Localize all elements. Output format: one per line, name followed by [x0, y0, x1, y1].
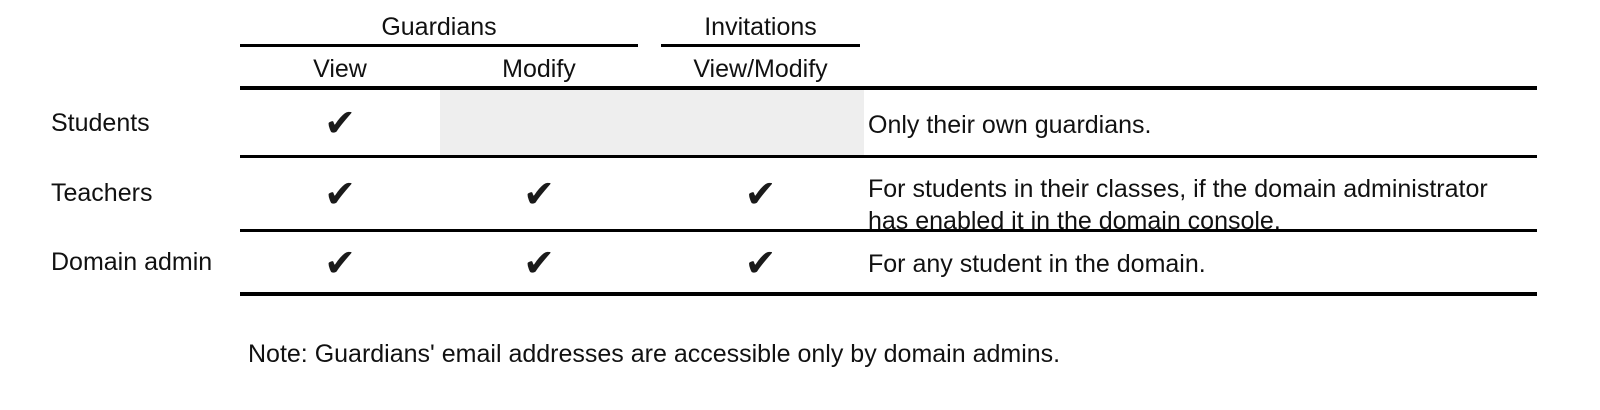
table-row: Domain admin ✔ ✔ ✔ For any student in th… — [0, 233, 1600, 292]
row-rule-2 — [240, 229, 1537, 232]
table-row: Teachers ✔ ✔ ✔ For students in their cla… — [0, 159, 1600, 235]
table-bottom-rule — [240, 292, 1537, 296]
column-header-view-modify: View/Modify — [693, 55, 828, 83]
row-rule-1 — [240, 155, 1537, 158]
shaded-cell-students-unavailable — [440, 90, 864, 155]
column-header-view: View — [313, 55, 367, 83]
column-header-modify: Modify — [502, 55, 576, 83]
footnote: Note: Guardians' email addresses are acc… — [248, 340, 1061, 368]
cell-domain-admin-invitations-view-modify: ✔ — [744, 241, 777, 285]
cell-teachers-guardians-modify: ✔ — [523, 172, 555, 216]
group-header-guardians: Guardians — [381, 13, 497, 41]
group-header-invitations: Invitations — [704, 13, 817, 41]
cell-domain-admin-guardians-view: ✔ — [324, 241, 356, 285]
row-label-teachers: Teachers — [51, 179, 153, 207]
cell-teachers-guardians-view: ✔ — [324, 172, 356, 216]
header-rule — [240, 86, 1537, 90]
row-note-domain-admin: For any student in the domain. — [868, 250, 1206, 278]
row-note-teachers: For students in their classes, if the do… — [868, 175, 1488, 235]
table-row: Students ✔ Only their own guardians. — [0, 90, 1600, 155]
group-rule-guardians — [240, 44, 638, 47]
row-label-students: Students — [51, 109, 150, 137]
cell-teachers-invitations-view-modify: ✔ — [744, 172, 777, 216]
column-header-row: View Modify View/Modify — [0, 54, 1600, 86]
row-note-students: Only their own guardians. — [868, 111, 1152, 139]
cell-domain-admin-guardians-modify: ✔ — [523, 241, 555, 285]
group-rule-invitations — [661, 44, 860, 47]
cell-students-guardians-view: ✔ — [324, 101, 356, 145]
group-header-row: Guardians Invitations — [0, 12, 1600, 46]
row-label-domain-admin: Domain admin — [51, 248, 213, 276]
